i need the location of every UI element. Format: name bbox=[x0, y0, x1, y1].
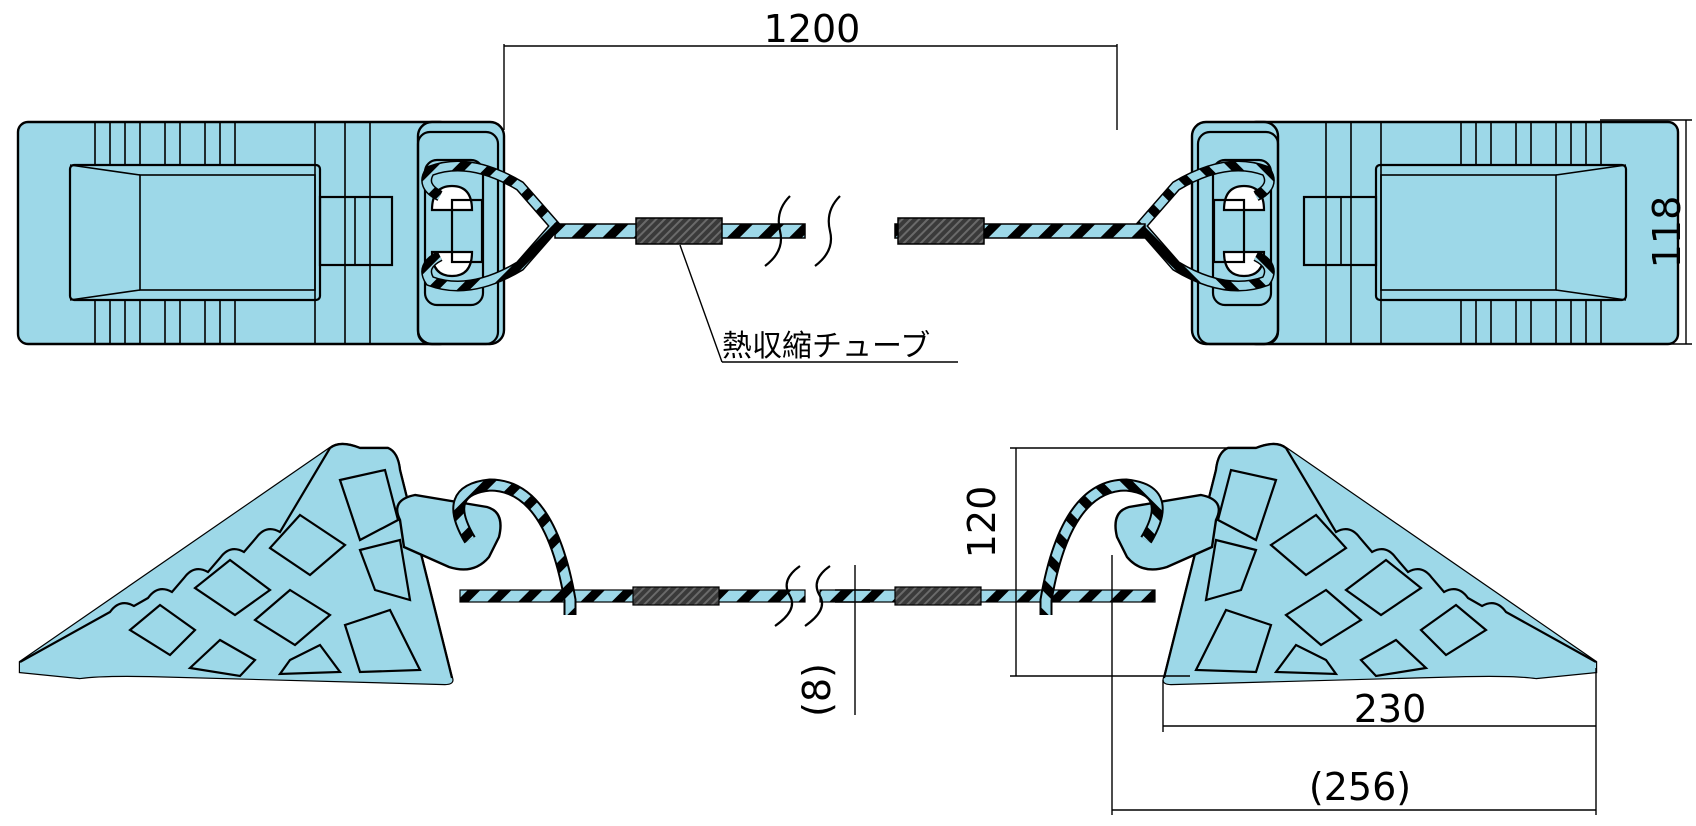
dimension-base-length: 230 bbox=[1162, 668, 1597, 815]
dimension-cable-length: 1200 bbox=[503, 7, 1118, 130]
dimension-230-label: 230 bbox=[1354, 687, 1427, 731]
dimension-120-label: 120 bbox=[960, 486, 1004, 559]
top-left-chock bbox=[16, 120, 506, 346]
top-right-chock bbox=[1190, 120, 1680, 346]
side-right-cable-hook bbox=[1039, 478, 1164, 615]
dimension-1200-label: 1200 bbox=[764, 7, 861, 51]
heat-shrink-label: 熱収縮チューブ bbox=[722, 329, 930, 364]
dimension-256-label: (256) bbox=[1309, 765, 1411, 809]
top-cable bbox=[554, 195, 1146, 267]
dimension-total-length: (256) bbox=[1111, 555, 1596, 815]
dimension-top-height: 118 bbox=[1600, 119, 1692, 345]
heat-shrink-callout: 熱収縮チューブ bbox=[679, 244, 958, 364]
side-right-chock bbox=[1114, 442, 1598, 686]
side-left-cable-hook bbox=[452, 478, 577, 615]
dimension-side-height: 120 bbox=[960, 447, 1230, 677]
side-left-chock bbox=[18, 442, 502, 686]
dimension-cable-dia: (8) bbox=[795, 565, 870, 717]
break-mark bbox=[764, 195, 791, 267]
side-cable bbox=[459, 565, 1156, 627]
dimension-118-label: 118 bbox=[1645, 196, 1689, 269]
heat-shrink-tube-left bbox=[635, 217, 723, 245]
heat-shrink-tube-right bbox=[897, 217, 985, 245]
dimension-8-label: (8) bbox=[795, 663, 839, 717]
